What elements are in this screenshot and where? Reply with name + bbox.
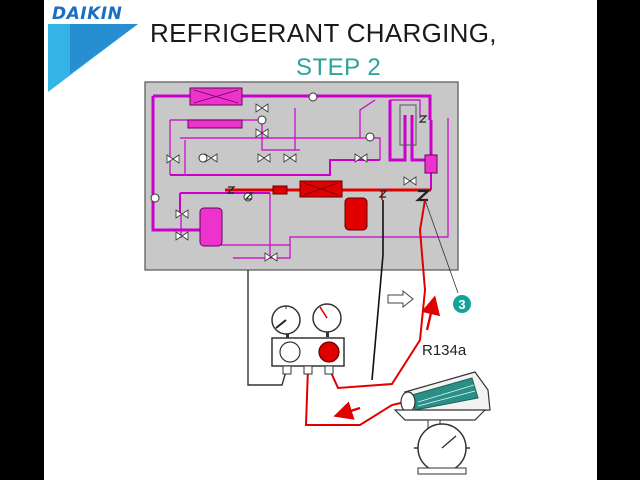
gauge-manifold [271,303,345,375]
service-hoses [247,199,427,426]
step-marker-number: 3 [458,297,465,312]
high-side-knob [318,341,340,363]
filter [272,185,288,195]
daikin-logo-mark [48,24,138,92]
low-side-knob [279,341,301,363]
liquid-receiver [344,197,368,231]
flow-arrow-up [421,295,441,331]
valves [166,103,417,262]
flow-arrow-left [333,401,361,420]
charging-scale [393,409,487,475]
refrigerant-cylinder [400,371,491,413]
heat-exchanger-small [187,119,243,129]
outline-arrow-icon [387,289,414,309]
evaporator-coil [399,104,417,146]
dryer [424,154,438,174]
slide-subtitle: STEP 2 [296,54,382,81]
step-marker-circle [453,295,471,313]
accumulator [199,207,223,247]
daikin-logo-text: DAIKIN [52,4,123,24]
refrigerant-type-label: R134a [422,342,467,359]
step-leader-line [424,199,459,294]
magenta-circuit [151,94,449,259]
slide-title: REFRIGERANT CHARGING, [150,18,497,48]
capillary-marks [226,115,431,202]
